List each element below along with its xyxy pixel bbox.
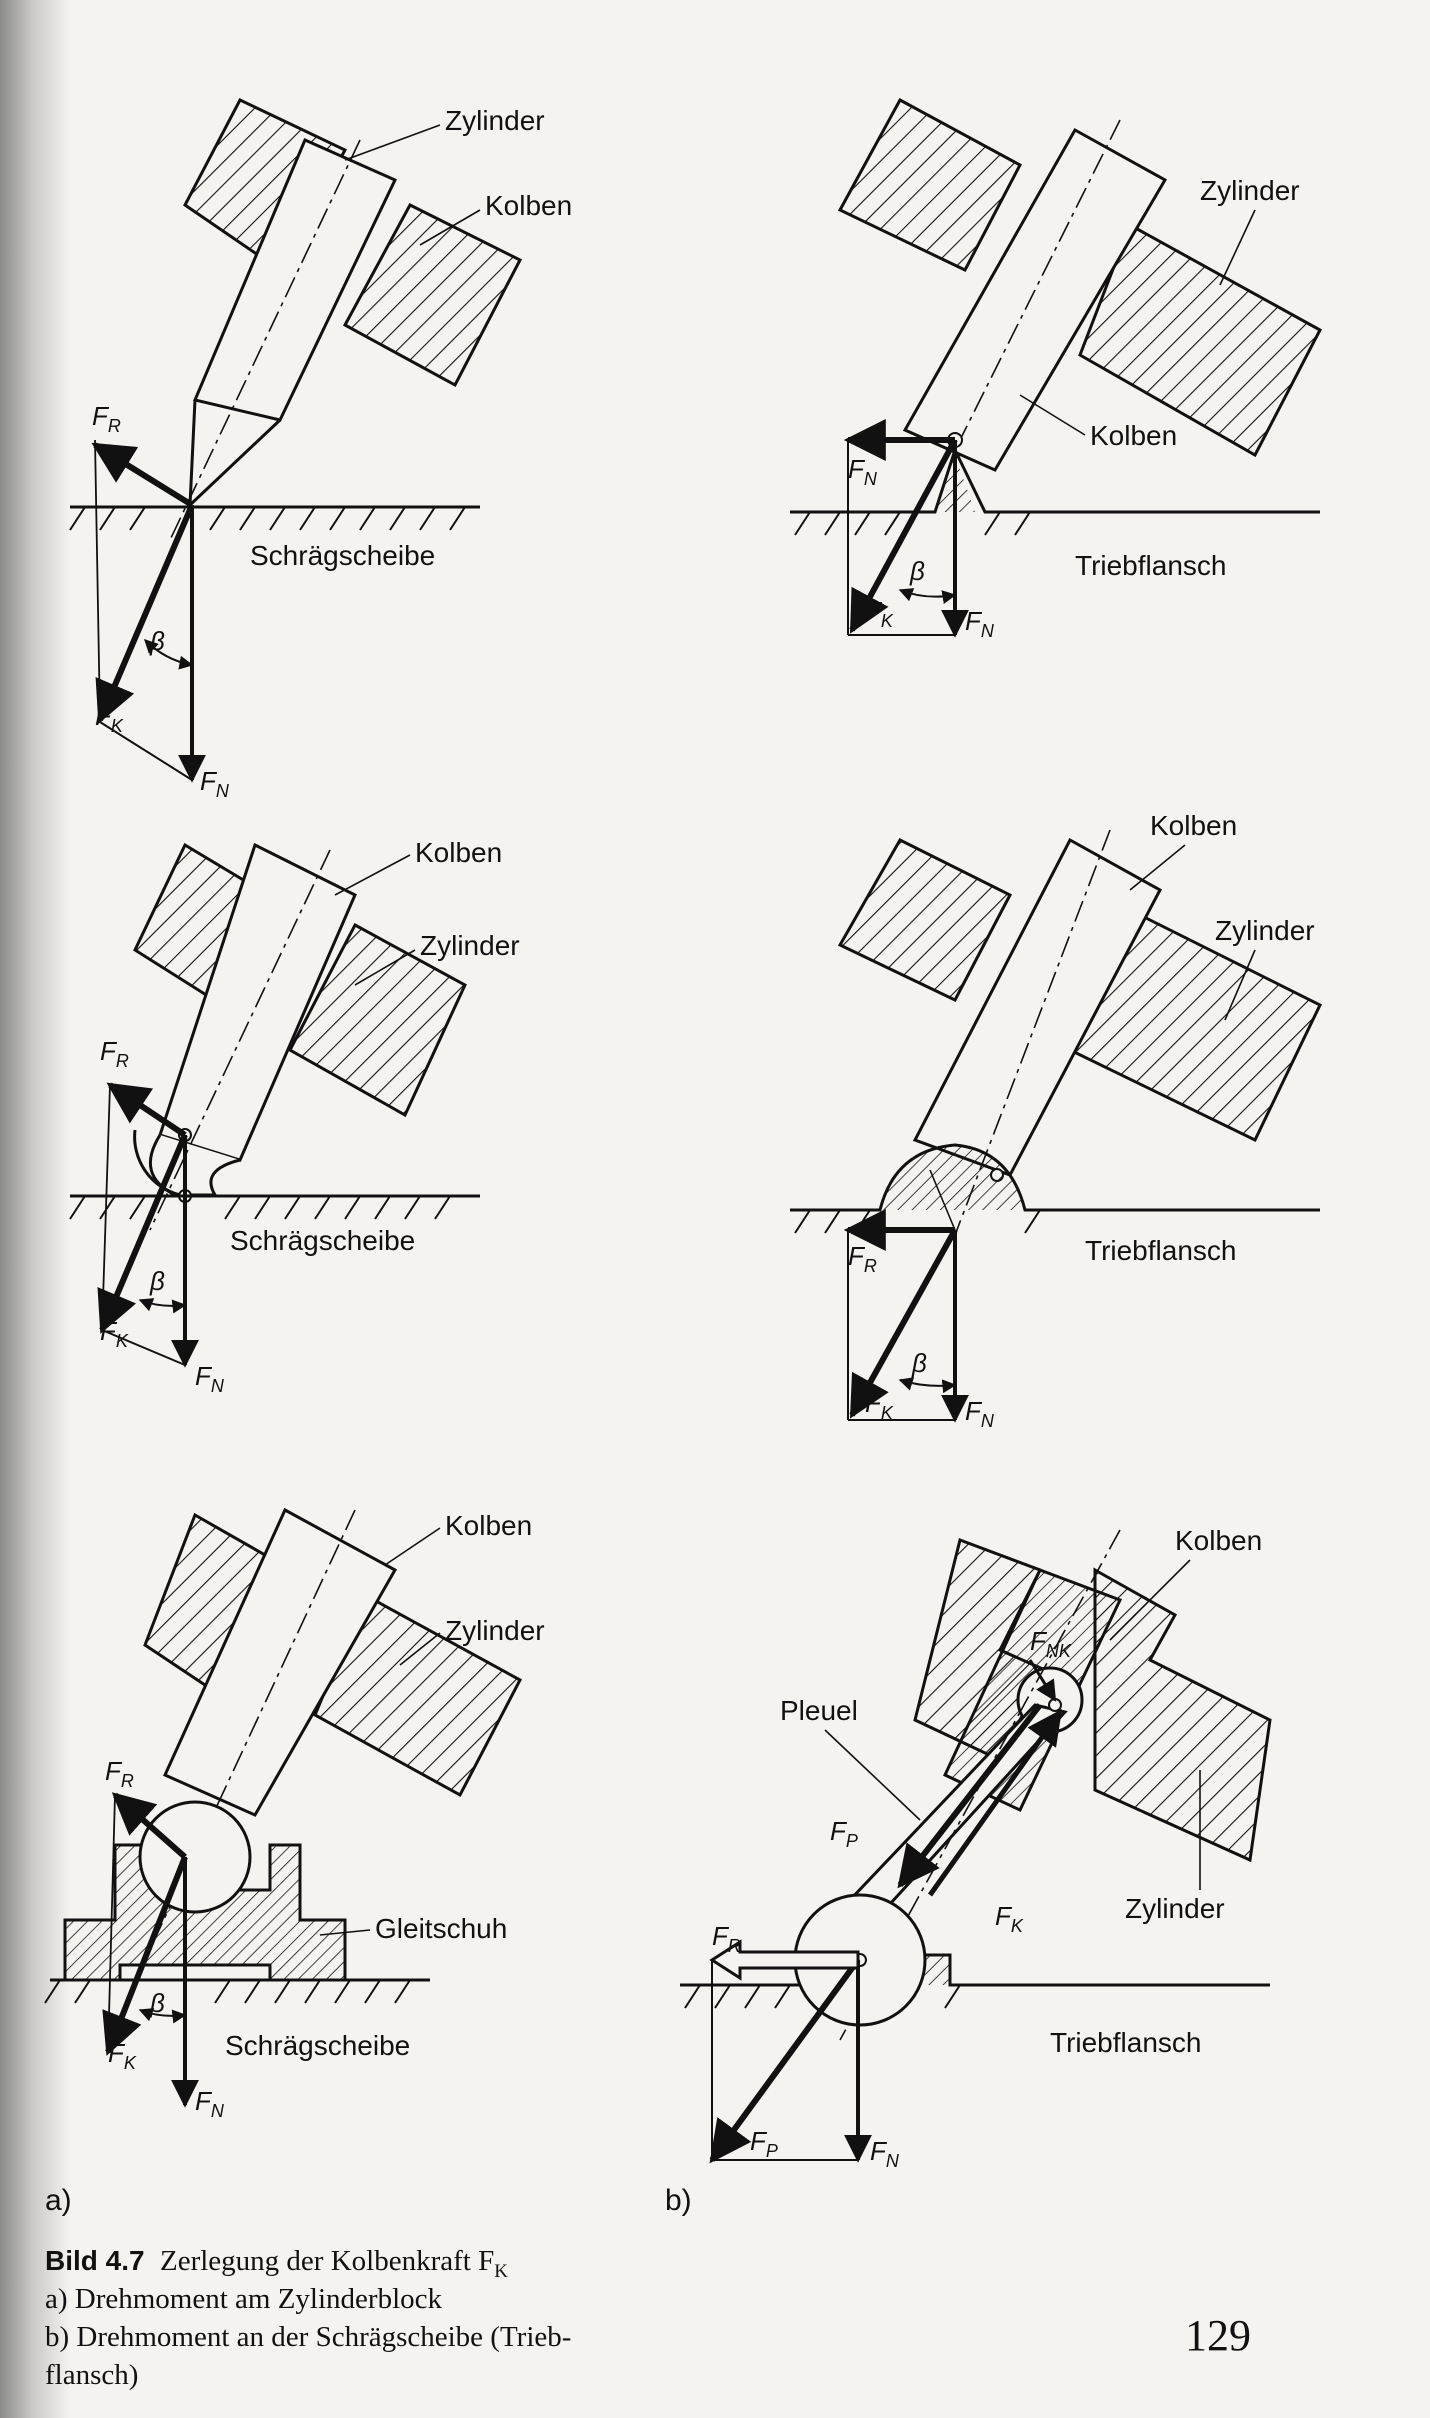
fr-label: FR [105, 1756, 134, 1791]
panel-a2: β FR FK FN Kolben Zylinder Schrägscheibe [69, 837, 520, 1396]
label-zylinder: Zylinder [1125, 1893, 1225, 1924]
fk-label: FK [100, 1316, 129, 1351]
label-gleitschuh: Gleitschuh [375, 1913, 507, 1944]
force-fk-arrow [927, 1709, 1063, 1897]
label-triebflansch: Triebflansch [1050, 2027, 1201, 2058]
label-schraegscheibe: Schrägscheibe [250, 540, 435, 571]
beta-label: β [149, 626, 165, 656]
svg-text:β: β [149, 1988, 165, 2018]
label-kolben: Kolben [445, 1510, 532, 1541]
drive-flange [790, 1143, 1320, 1212]
fn-label: FN [195, 1361, 225, 1396]
caption-line-a: a) Drehmoment am Zylinderblock [45, 2283, 443, 2315]
caption-title: Zerlegung der Kolbenkraft FK [160, 2245, 508, 2282]
fn-label: FN [965, 606, 995, 641]
force-fk-arrow [95, 503, 195, 724]
piston [902, 127, 1168, 472]
label-kolben: Kolben [485, 190, 572, 221]
label-kolben: Kolben [1090, 420, 1177, 451]
force-fr-arrow [709, 1939, 860, 1981]
page-gutter-shadow [0, 0, 70, 2418]
fr-label: FR [712, 1921, 741, 1956]
fp-label: FP [750, 2126, 778, 2161]
page-number: 129 [1185, 2311, 1251, 2360]
fr-label: FR [100, 1036, 129, 1071]
fn-label: FN [870, 2136, 900, 2171]
label-zylinder: Zylinder [1215, 915, 1315, 946]
axis-line [169, 139, 361, 541]
panel-b3: FNK FP FK FR FP FN Kolben Pleuel Zylinde… [680, 1525, 1272, 2171]
caption-line-b2: flansch) [45, 2359, 138, 2391]
force-fk-arrow [849, 1228, 958, 1419]
svg-text:β: β [149, 1266, 165, 1296]
label-zylinder: Zylinder [445, 1615, 545, 1646]
label-kolben: Kolben [1150, 810, 1237, 841]
fk-label: FK [95, 701, 124, 736]
panel-b1: β FN FK FN Zylinder Kolben Triebflansch [790, 97, 1323, 641]
svg-text:β: β [909, 556, 925, 586]
force-fk-arrow [102, 1855, 188, 2056]
force-fk-arrow [97, 1133, 188, 1334]
force-fnk-arrow [1028, 1659, 1057, 1702]
fk-label: FK [865, 1388, 894, 1423]
fk-label: FK [108, 2038, 137, 2073]
panel-a3: β FR FK FN Kolben Zylinder Gleitschuh Sc… [44, 1507, 545, 2121]
cylinder-block-lower [1078, 222, 1323, 458]
panel-b2: β FR FK FN Kolben Zylinder Triebflansch [790, 810, 1322, 1431]
force-fr-arrow [91, 442, 194, 508]
fnk-label: FNK [1030, 1626, 1072, 1661]
fk-label: FK [995, 1901, 1024, 1936]
label-kolben: Kolben [415, 837, 502, 868]
fr-label: FR [848, 1241, 877, 1276]
subfigure-b-label: b) [665, 2184, 692, 2217]
label-kolben: Kolben [1175, 1525, 1262, 1556]
label-zylinder: Zylinder [420, 930, 520, 961]
fn-label: FN [965, 1396, 995, 1431]
force-fp-arrow-upper [897, 1703, 1043, 1889]
caption-line-b1: b) Drehmoment an der Schrägscheibe (Trie… [45, 2321, 571, 2353]
subfigure-a-label: a) [45, 2184, 72, 2217]
fn-label: FN [195, 2086, 225, 2121]
label-zylinder: Zylinder [445, 105, 545, 136]
label-pleuel: Pleuel [780, 1695, 858, 1726]
cylinder-block-upper [837, 97, 1023, 272]
fn-top-label: FN [848, 454, 878, 489]
cylinder-block-lower [342, 203, 523, 388]
cylinder-block-upper [837, 838, 1013, 1002]
force-fk-arrow [849, 438, 958, 634]
force-fp-arrow [709, 1958, 861, 2164]
cylinder-block-lower [288, 922, 467, 1118]
caption-number: Bild 4.7 [45, 2245, 145, 2276]
force-fr-arrow [111, 1792, 187, 1860]
cylinder-block-lower [1093, 1567, 1272, 1863]
fn-label: FN [200, 766, 230, 801]
label-triebflansch: Triebflansch [1085, 1235, 1236, 1266]
ball-joint [138, 1800, 252, 1914]
label-zylinder: Zylinder [1200, 175, 1300, 206]
label-triebflansch: Triebflansch [1075, 550, 1226, 581]
piston [163, 1507, 398, 1817]
fr-label: FR [92, 401, 121, 436]
fk-label: FK [865, 596, 894, 631]
label-schraegscheibe: Schrägscheibe [230, 1225, 415, 1256]
fp-upper-label: FP [830, 1816, 858, 1851]
force-fr-arrow [106, 1082, 187, 1138]
label-schraegscheibe: Schrägscheibe [225, 2030, 410, 2061]
svg-text:β: β [911, 1348, 927, 1378]
panel-a1: β FR FK FN Zylinder Kolben Schrägscheibe [69, 98, 572, 801]
